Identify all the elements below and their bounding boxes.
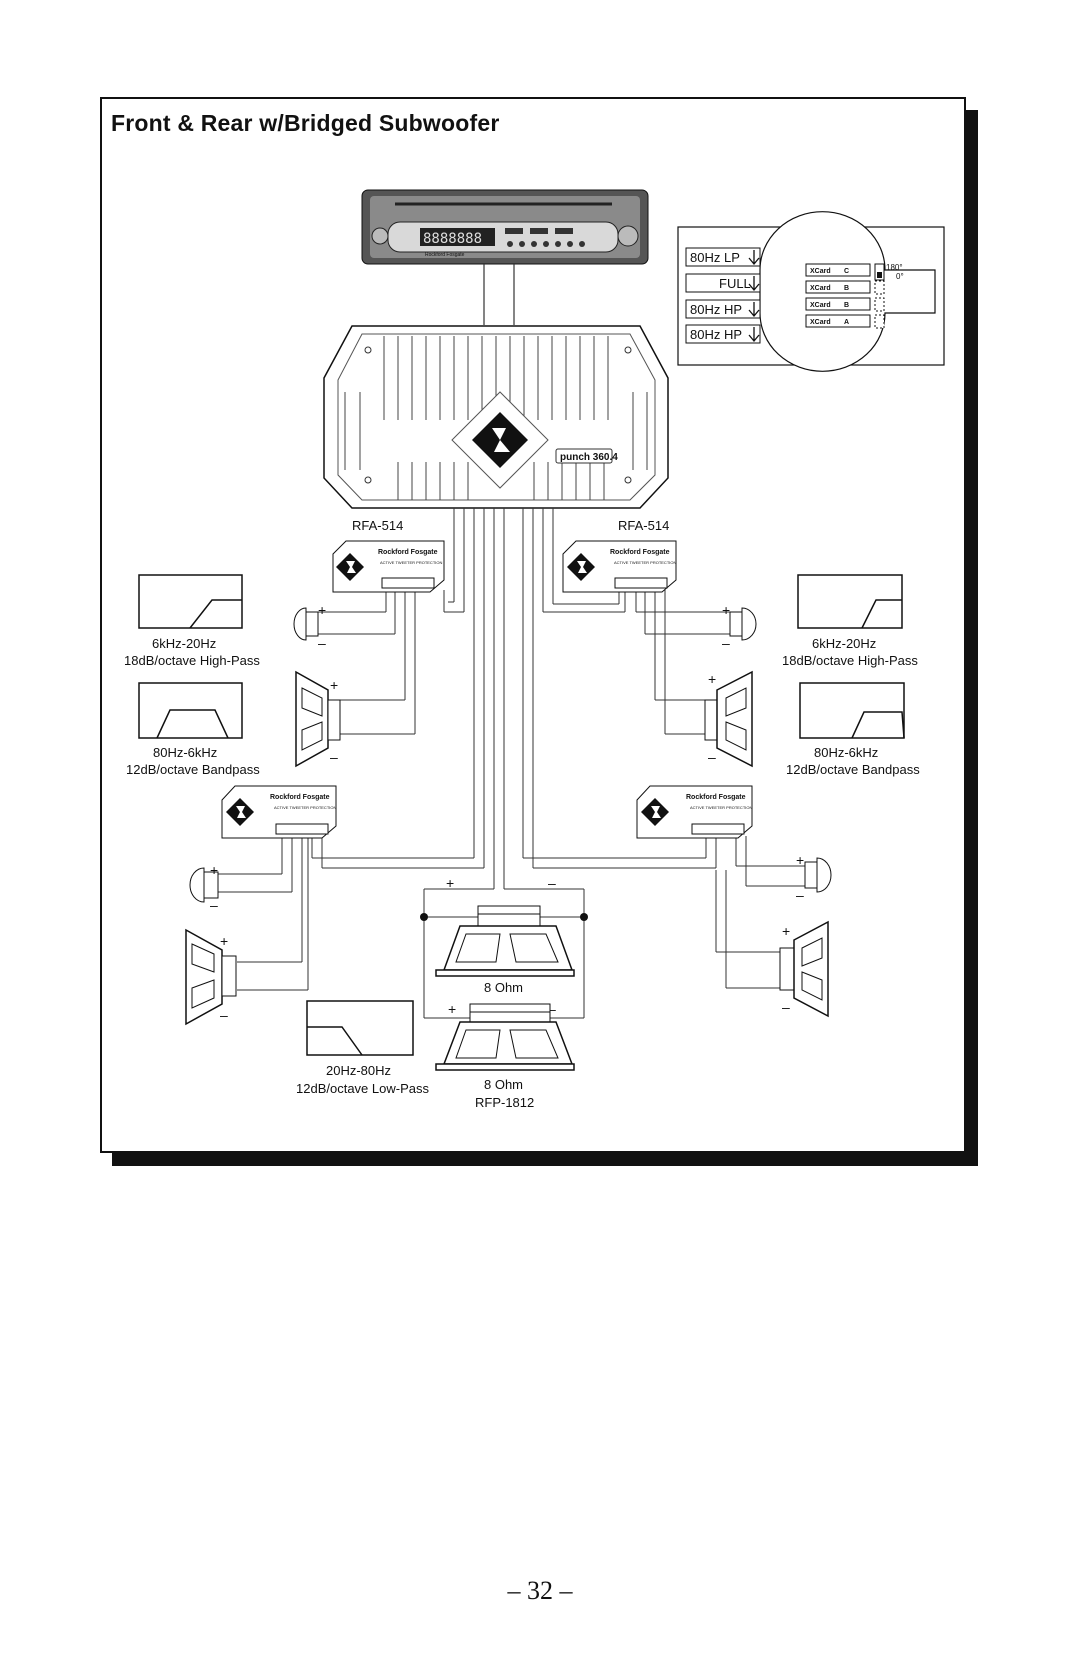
filter-sub-range: 20Hz-80Hz xyxy=(326,1063,391,1078)
tweeter-rf-minus: – xyxy=(722,635,730,651)
source-unit: 8888888 Rockford Fosgate xyxy=(361,189,649,265)
midrange-lr-minus: – xyxy=(220,1007,228,1023)
crossover-right-rear-brand: Rockford Fosgate xyxy=(686,794,746,801)
crossover-right-brand: Rockford Fosgate xyxy=(610,549,670,556)
filter-tweeter-right-range: 6kHz-20Hz xyxy=(812,636,876,651)
filter-sub: 20Hz-80Hz 12dB/octave Low-Pass xyxy=(296,1000,429,1096)
midrange-left-front: + – xyxy=(295,670,341,768)
crossover-left-front: RFA-514 Rockford Fosgate ACTIVE TWEETER … xyxy=(332,518,445,593)
sub-upper-plus: + xyxy=(446,875,454,891)
tweeter-rf-plus: + xyxy=(722,602,730,618)
xcard-setting-2: FULL xyxy=(719,276,751,291)
filter-mid-right-range: 80Hz-6kHz xyxy=(814,745,878,760)
xcard-2-slot: B xyxy=(844,285,849,292)
filter-mid-right: 80Hz-6kHz 12dB/octave Bandpass xyxy=(786,682,920,777)
amplifier: punch 360.4 xyxy=(323,325,669,509)
tweeter-lr-plus: + xyxy=(210,862,218,878)
crossover-left-rear-unit-text: ACTIVE TWEETER PROTECTION xyxy=(274,805,336,810)
filter-sub-desc: 12dB/octave Low-Pass xyxy=(296,1081,429,1096)
filter-mid-right-desc: 12dB/octave Bandpass xyxy=(786,762,920,777)
page-title: Front & Rear w/Bridged Subwoofer xyxy=(111,110,500,136)
filter-tweeter-right-desc: 18dB/octave High-Pass xyxy=(782,653,918,668)
xcard-4-slot: A xyxy=(844,319,849,326)
filter-tweeter-left: 6kHz-20Hz 18dB/octave High-Pass xyxy=(124,574,260,668)
filter-tweeter-left-desc: 18dB/octave High-Pass xyxy=(124,653,260,668)
sub-lower-impedance: 8 Ohm xyxy=(484,1077,523,1092)
source-unit-brand: Rockford Fosgate xyxy=(425,252,465,258)
crossover-right-rear-unit-text: ACTIVE TWEETER PROTECTION xyxy=(690,805,752,810)
midrange-rr-minus: – xyxy=(782,999,790,1015)
phase-180-label: 180° xyxy=(886,263,903,272)
tweeter-right-rear: + – xyxy=(796,852,832,903)
filter-tweeter-left-range: 6kHz-20Hz xyxy=(152,636,216,651)
sub-model: RFP-1812 xyxy=(475,1095,534,1110)
page-number: – 32 – xyxy=(507,1576,573,1605)
subwoofer-upper: + – 8 Ohm xyxy=(420,875,588,995)
crossover-left-brand: Rockford Fosgate xyxy=(378,549,438,556)
crossover-left-rear-brand: Rockford Fosgate xyxy=(270,794,330,801)
tweeter-right-front: + – xyxy=(722,602,757,651)
crossover-card-panel: 80Hz LP FULL 80Hz HP 80Hz HP XCard C XCa… xyxy=(677,211,945,372)
midrange-rr-plus: + xyxy=(782,923,790,939)
source-unit-display: 8888888 xyxy=(423,231,482,247)
tweeter-rr-plus: + xyxy=(796,852,804,868)
midrange-lf-plus: + xyxy=(330,677,338,693)
xcard-1-label: XCard xyxy=(810,268,831,275)
midrange-left-rear: + – xyxy=(185,928,237,1026)
filter-mid-left-range: 80Hz-6kHz xyxy=(153,745,217,760)
tweeter-lr-minus: – xyxy=(210,897,218,913)
xcard-2-label: XCard xyxy=(810,285,831,292)
crossover-right-rear: Rockford Fosgate ACTIVE TWEETER PROTECTI… xyxy=(636,785,753,839)
sub-upper-minus: – xyxy=(548,875,556,891)
filter-mid-left-desc: 12dB/octave Bandpass xyxy=(126,762,260,777)
subwoofer-lower: + – 8 Ohm RFP-1812 xyxy=(435,1001,575,1110)
xcard-setting-1: 80Hz LP xyxy=(690,250,740,265)
filter-mid-left: 80Hz-6kHz 12dB/octave Bandpass xyxy=(126,682,260,777)
sub-upper-impedance: 8 Ohm xyxy=(484,980,523,995)
tweeter-lf-plus: + xyxy=(318,602,326,618)
tweeter-left-front: + – xyxy=(293,602,326,651)
midrange-rf-minus: – xyxy=(708,749,716,765)
tweeter-rr-minus: – xyxy=(796,887,804,903)
filter-tweeter-right: 6kHz-20Hz 18dB/octave High-Pass xyxy=(782,574,918,668)
xcard-3-label: XCard xyxy=(810,302,831,309)
crossover-right-unit-text: ACTIVE TWEETER PROTECTION xyxy=(614,560,676,565)
sub-lower-minus: – xyxy=(548,1001,556,1017)
midrange-lr-plus: + xyxy=(220,933,228,949)
tweeter-left-rear: + – xyxy=(189,862,219,913)
midrange-right-front: + – xyxy=(704,670,753,768)
xcard-4-label: XCard xyxy=(810,319,831,326)
crossover-left-unit-text: ACTIVE TWEETER PROTECTION xyxy=(380,560,442,565)
xcard-setting-3: 80Hz HP xyxy=(690,302,742,317)
midrange-lf-minus: – xyxy=(330,749,338,765)
xcard-3-slot: B xyxy=(844,302,849,309)
phase-0-label: 0° xyxy=(896,272,904,281)
crossover-left-rear: Rockford Fosgate ACTIVE TWEETER PROTECTI… xyxy=(221,785,337,839)
crossover-right-label: RFA-514 xyxy=(618,518,669,533)
xcard-1-slot: C xyxy=(844,268,849,275)
crossover-right-front: RFA-514 Rockford Fosgate ACTIVE TWEETER … xyxy=(562,518,677,593)
crossover-left-label: RFA-514 xyxy=(352,518,403,533)
tweeter-lf-minus: – xyxy=(318,635,326,651)
speaker-wires xyxy=(218,508,805,1019)
xcard-setting-4: 80Hz HP xyxy=(690,327,742,342)
arrow-down-icon xyxy=(748,250,760,343)
midrange-rf-plus: + xyxy=(708,671,716,687)
amplifier-model: punch 360.4 xyxy=(560,452,618,463)
sub-lower-plus: + xyxy=(448,1001,456,1017)
midrange-right-rear: + – xyxy=(779,920,829,1018)
